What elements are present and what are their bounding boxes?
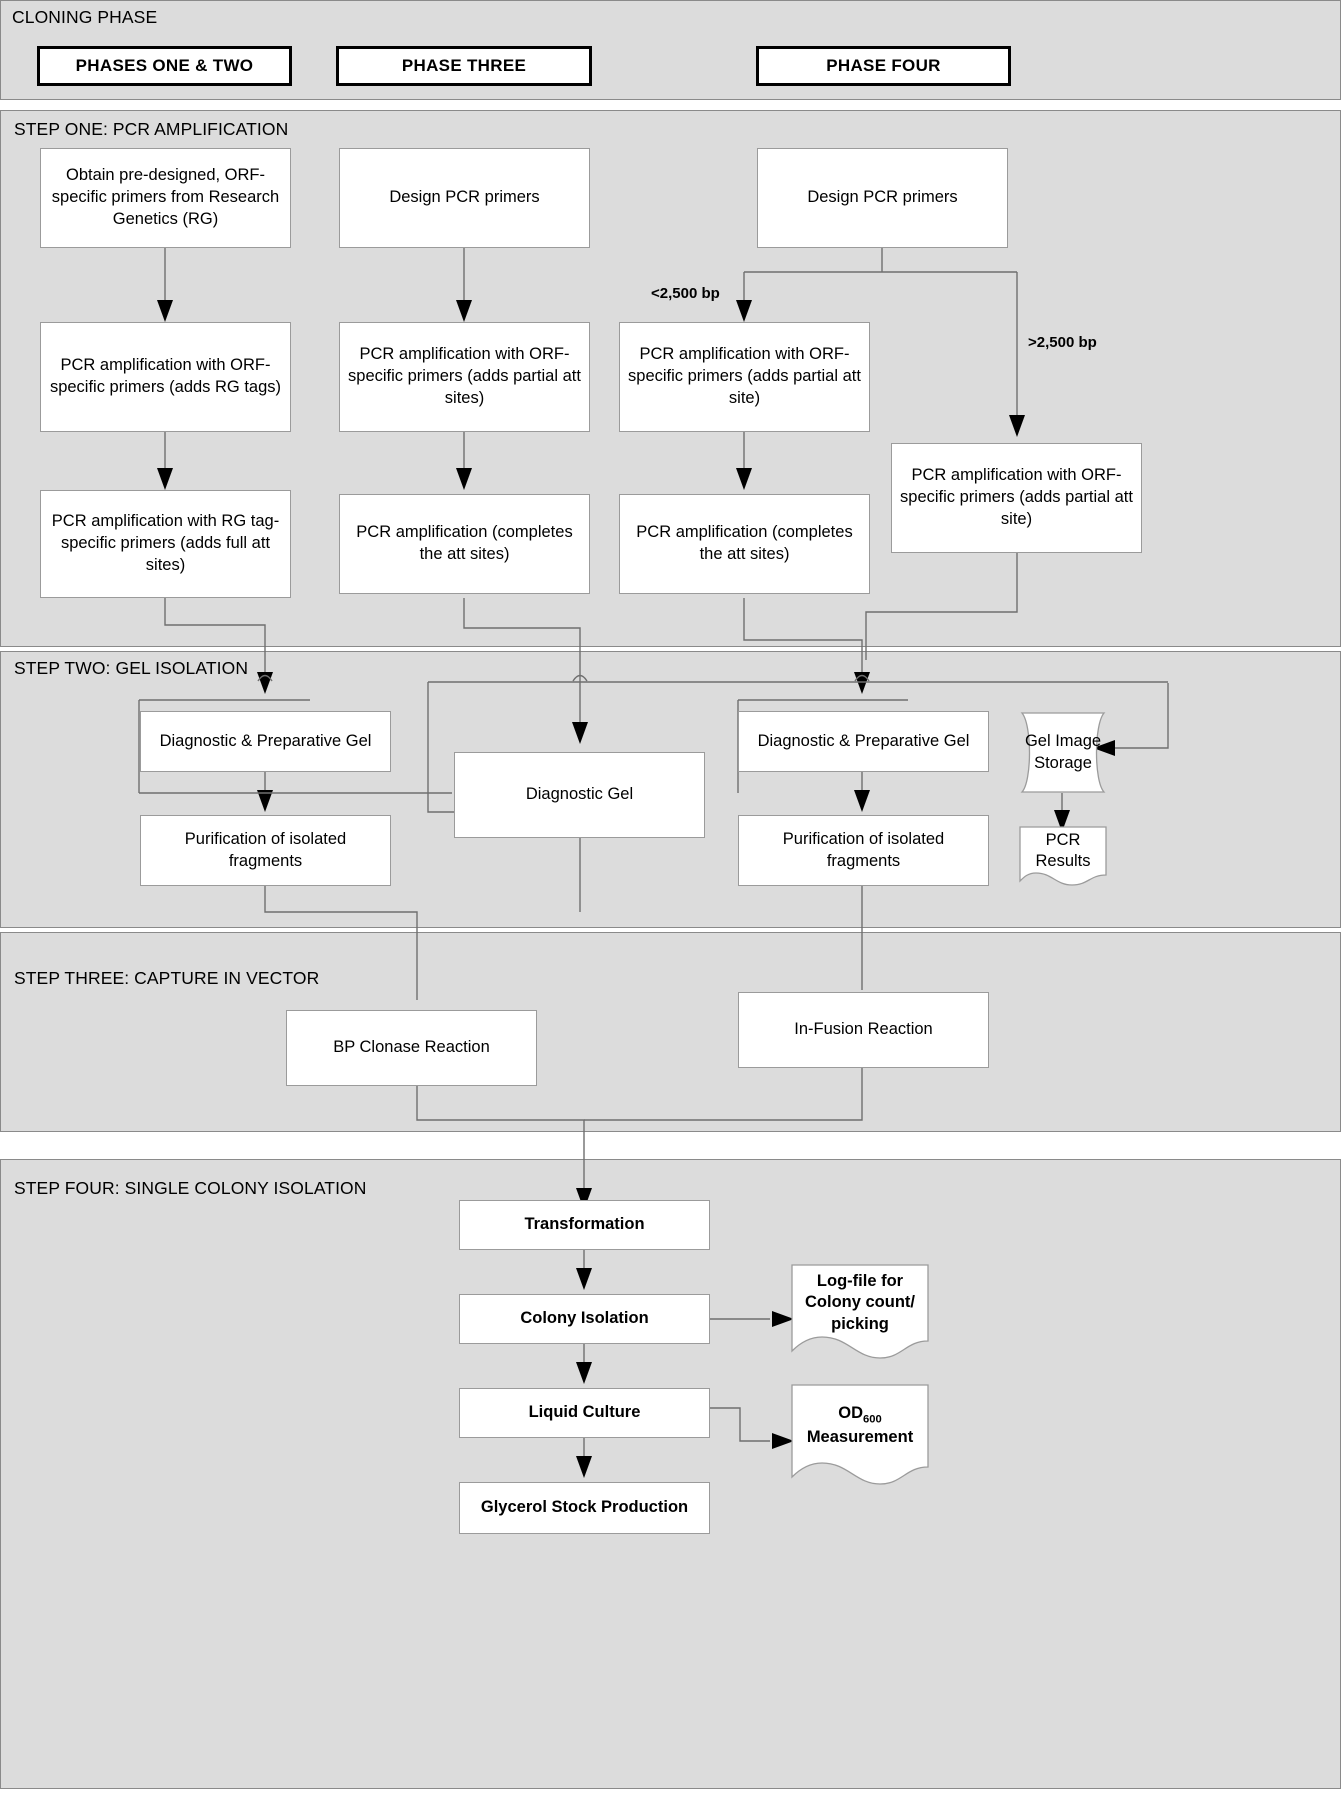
doc-pcr-results[interactable]: PCR Results <box>1018 825 1108 887</box>
node-bp-clonase-reaction[interactable]: BP Clonase Reaction <box>286 1010 537 1086</box>
step-two-title: STEP TWO: GEL ISOLATION <box>14 658 249 678</box>
edge-label-large-fragment: >2,500 bp <box>1028 334 1097 351</box>
node-pcr-amplification-rg-tags[interactable]: PCR amplification with ORF-specific prim… <box>40 322 291 432</box>
node-glycerol-stock-production[interactable]: Glycerol Stock Production <box>459 1482 710 1534</box>
node-liquid-culture[interactable]: Liquid Culture <box>459 1388 710 1438</box>
edge-label-small-fragment: <2,500 bp <box>651 285 720 302</box>
node-diagnostic-preparative-gel-left[interactable]: Diagnostic & Preparative Gel <box>140 711 391 772</box>
node-pcr-amplification-partial-att-sites[interactable]: PCR amplification with ORF-specific prim… <box>339 322 590 432</box>
node-obtain-predesigned-primers[interactable]: Obtain pre-designed, ORF-specific primer… <box>40 148 291 248</box>
phase-box-four[interactable]: PHASE FOUR <box>756 46 1011 86</box>
node-purification-right[interactable]: Purification of isolated fragments <box>738 815 989 886</box>
cloning-phase-title: CLONING PHASE <box>12 7 158 27</box>
node-pcr-amplification-rg-tag-specific[interactable]: PCR amplification with RG tag-specific p… <box>40 490 291 598</box>
step-one-title: STEP ONE: PCR AMPLIFICATION <box>14 119 289 139</box>
node-purification-left[interactable]: Purification of isolated fragments <box>140 815 391 886</box>
step-four-band <box>0 1159 1341 1789</box>
node-pcr-amplification-completes-att-sites-phase-three[interactable]: PCR amplification (completes the att sit… <box>339 494 590 594</box>
node-design-pcr-primers-phase-four[interactable]: Design PCR primers <box>757 148 1008 248</box>
phase-box-one-two[interactable]: PHASES ONE & TWO <box>37 46 292 86</box>
step-four-title: STEP FOUR: SINGLE COLONY ISOLATION <box>14 1178 367 1198</box>
node-transformation[interactable]: Transformation <box>459 1200 710 1250</box>
node-design-pcr-primers-phase-three[interactable]: Design PCR primers <box>339 148 590 248</box>
node-pcr-amplification-completes-att-sites-phase-four[interactable]: PCR amplification (completes the att sit… <box>619 494 870 594</box>
node-pcr-amplification-partial-att-site-large[interactable]: PCR amplification with ORF-specific prim… <box>891 443 1142 553</box>
step-three-title: STEP THREE: CAPTURE IN VECTOR <box>14 968 320 988</box>
doc-gel-image-storage[interactable]: Gel Image Storage <box>1012 711 1114 794</box>
phase-box-three[interactable]: PHASE THREE <box>336 46 592 86</box>
node-colony-isolation[interactable]: Colony Isolation <box>459 1294 710 1344</box>
node-diagnostic-gel[interactable]: Diagnostic Gel <box>454 752 705 838</box>
node-in-fusion-reaction[interactable]: In-Fusion Reaction <box>738 992 989 1068</box>
doc-log-file-colony-count[interactable]: Log-file for Colony count/ picking <box>790 1263 930 1361</box>
node-pcr-amplification-partial-att-site-small[interactable]: PCR amplification with ORF-specific prim… <box>619 322 870 432</box>
node-diagnostic-preparative-gel-right[interactable]: Diagnostic & Preparative Gel <box>738 711 989 772</box>
